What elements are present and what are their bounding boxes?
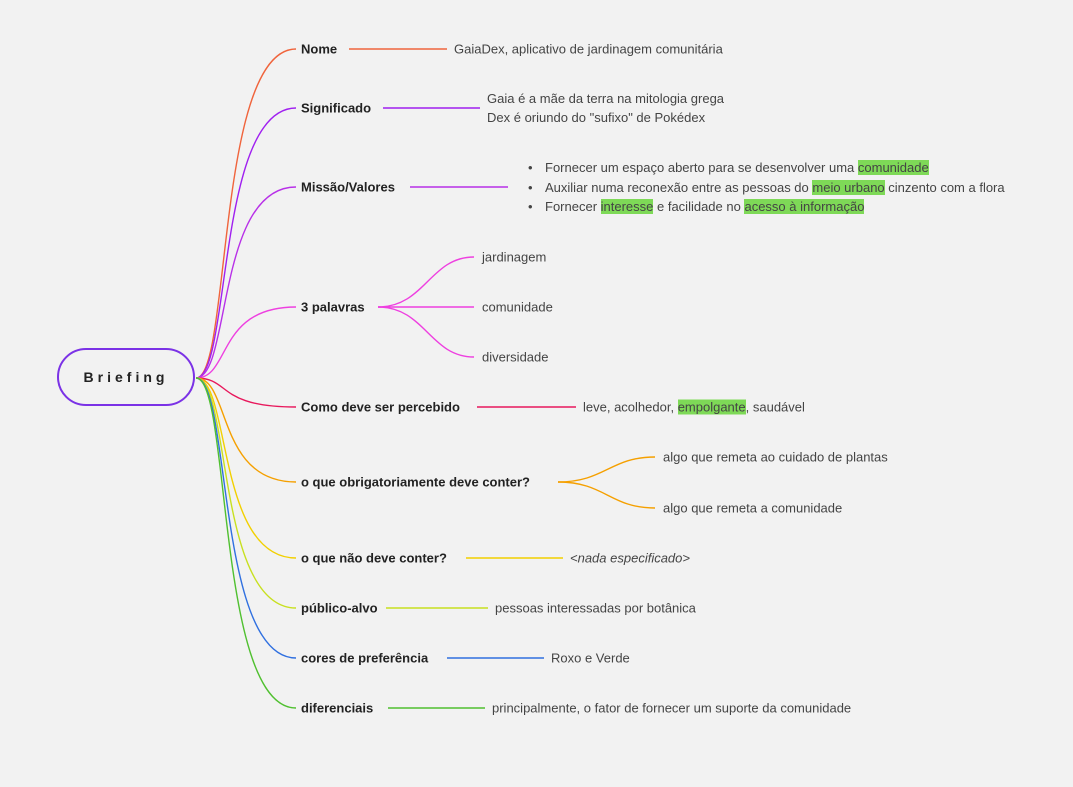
branch-nao-deve-conter[interactable]: o que não deve conter? (301, 550, 447, 566)
leaf-cuidado-plantas[interactable]: algo que remeta ao cuidado de plantas (663, 449, 888, 465)
root-node-briefing[interactable]: Briefing (57, 348, 195, 406)
bullet-item-3: Fornecer interesse e facilidade no acess… (528, 197, 1005, 217)
leaf-significado-line-1: Gaia é a mãe da terra na mitologia grega (487, 91, 725, 106)
leaf-publico-alvo[interactable]: pessoas interessadas por botânica (495, 600, 696, 616)
leaf-remeta-comunidade[interactable]: algo que remeta a comunidade (663, 500, 843, 516)
leaf-missao-bullets[interactable]: Fornecer um espaço aberto para se desenv… (528, 158, 1005, 217)
root-label: Briefing (83, 369, 169, 385)
leaf-percebido[interactable]: leve, acolhedor, empolgante, saudável (583, 399, 805, 415)
leaf-nome[interactable]: GaiaDex, aplicativo de jardinagem comuni… (454, 41, 723, 57)
branch-cores-preferencia[interactable]: cores de preferência (301, 650, 429, 666)
branch-connector-significado (195, 107, 297, 379)
branch-connector-missao (195, 186, 297, 379)
leaf-nada-especificado[interactable]: <nada especificado> (570, 550, 690, 566)
branch-como-percebido[interactable]: Como deve ser percebido (301, 399, 460, 415)
branch-nome[interactable]: Nome (301, 41, 338, 57)
branch-connector-publico (195, 377, 297, 609)
branch-connector-naoconter (195, 377, 297, 559)
branch-connector-conter (195, 377, 297, 483)
leaf-comunidade[interactable]: comunidade (482, 299, 553, 315)
leaf-connector-palavras-0 (377, 256, 475, 308)
branch-diferenciais[interactable]: diferenciais (301, 700, 374, 716)
branch-connector-percebido (195, 377, 297, 408)
leaf-jardinagem[interactable]: jardinagem (482, 249, 547, 265)
branch-connector-palavras (195, 306, 297, 379)
leaf-significado-line-2: Dex é oriundo do "sufixo" de Pokédex (487, 110, 706, 125)
branch-connector-cores (195, 377, 297, 659)
leaf-connector-palavras-2 (377, 306, 475, 358)
leaf-diferenciais[interactable]: principalmente, o fator de fornecer um s… (492, 700, 852, 716)
branch-publico-alvo[interactable]: público-alvo (301, 600, 378, 616)
bullet-item-2: Auxiliar numa reconexão entre as pessoas… (528, 178, 1005, 198)
bullet-item-1: Fornecer um espaço aberto para se desenv… (528, 158, 1005, 178)
branch-significado[interactable]: Significado (301, 100, 372, 116)
leaf-significado[interactable]: Gaia é a mãe da terra na mitologia grega… (487, 89, 724, 127)
branch-connector-nome (195, 48, 297, 379)
leaf-connector-conter-0 (557, 456, 656, 483)
branch-3-palavras[interactable]: 3 palavras (301, 299, 365, 315)
leaf-connector-conter-1 (557, 481, 656, 509)
leaf-cores[interactable]: Roxo e Verde (551, 650, 630, 666)
leaf-diversidade[interactable]: diversidade (482, 349, 549, 365)
branch-deve-conter[interactable]: o que obrigatoriamente deve conter? (301, 474, 530, 490)
branch-missao-valores[interactable]: Missão/Valores (301, 179, 395, 195)
branch-connector-diferenciais (195, 377, 297, 709)
